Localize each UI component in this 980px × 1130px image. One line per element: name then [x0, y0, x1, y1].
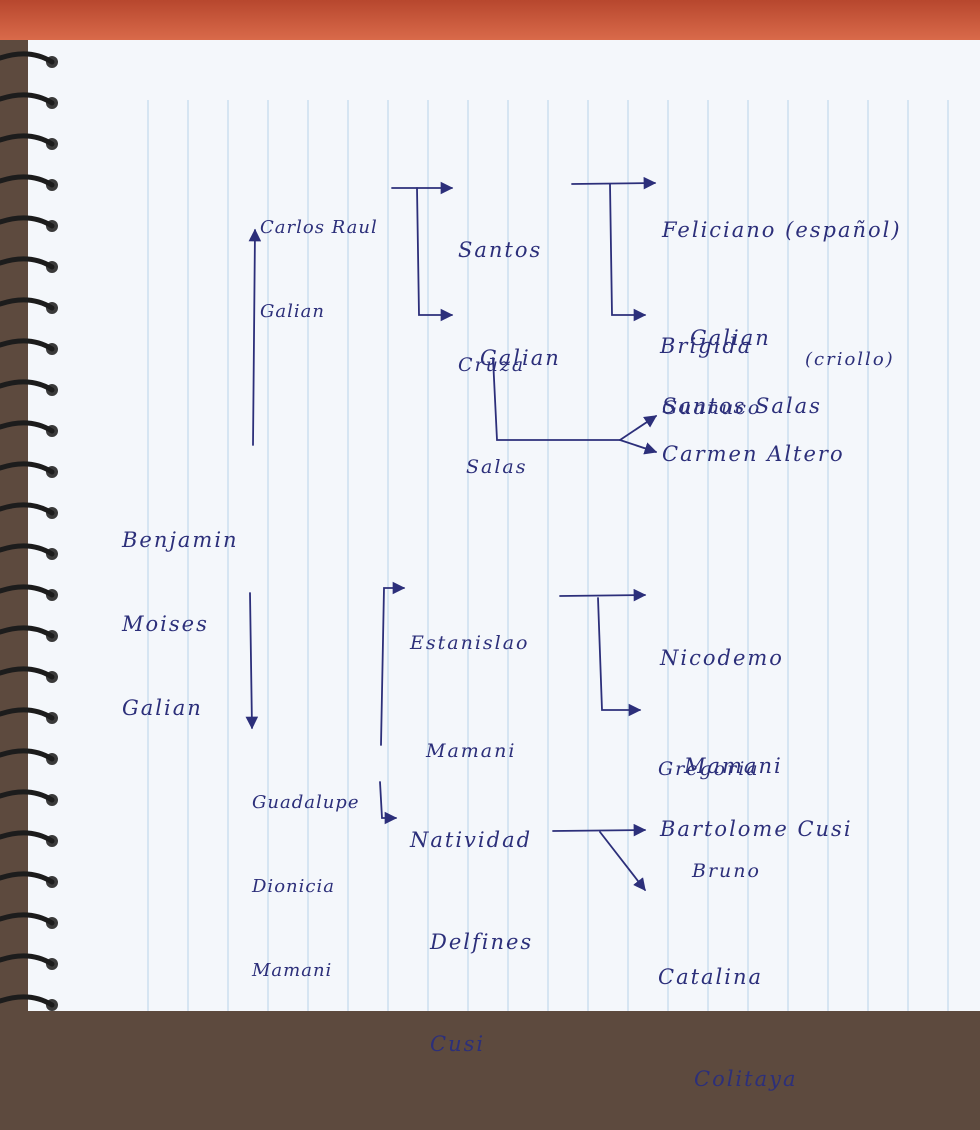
spiral-coil — [0, 707, 55, 721]
spiral-coil — [0, 748, 55, 762]
spiral-coil — [0, 953, 55, 967]
spiral-coil — [0, 543, 55, 557]
spiral-coil — [0, 215, 55, 229]
arrow-mother-to-natividad — [379, 781, 398, 825]
arrow-santos-to-feliciano — [571, 176, 657, 190]
person-gregoria-bruno: Gregoria Bruno — [658, 758, 761, 882]
spiral-coil — [0, 789, 55, 803]
spiral-coil — [0, 379, 55, 393]
person-benjamin-moises-galian: Benjamin Moises Galian — [122, 528, 239, 720]
arrow-natividad-to-catalina — [599, 831, 646, 891]
ruled-lines — [147, 100, 949, 1011]
notebook-top-strip — [0, 0, 980, 40]
person-guadalupe-dionicia-mamani: Guadalupe Dionicia Mamani — [252, 792, 360, 981]
spiral-coil — [0, 174, 55, 188]
spiral-coil — [0, 502, 55, 516]
person-feliciano-galian: Feliciano (español) Galian — [662, 218, 902, 350]
person-carmen-altero: Carmen Altero — [662, 442, 845, 466]
arrow-cruza-to-santos-salas — [619, 415, 658, 441]
person-catalina-colitaya: Catalina Colitaya — [658, 965, 798, 1091]
spiral-coil — [0, 666, 55, 680]
note-criollo: (criollo) — [805, 349, 895, 370]
spiral-coil — [0, 830, 55, 844]
person-carlos-raul-galian: Carlos Raul Galian — [260, 217, 378, 322]
spiral-coil — [0, 625, 55, 639]
spiral-coil — [0, 297, 55, 311]
spiral-coil — [0, 51, 55, 65]
arrow-root-to-mother — [245, 592, 259, 730]
arrow-mother-to-estanislao — [380, 581, 406, 746]
person-santos-salas: Santos Salas — [662, 394, 822, 418]
spiral-coil — [0, 871, 55, 885]
arrow-father-to-cruza — [416, 187, 454, 322]
spiral-coil — [0, 133, 55, 147]
family-tree-connectors — [245, 176, 658, 891]
spiral-binding — [0, 51, 58, 1011]
spiral-coil — [0, 420, 55, 434]
spiral-coil — [0, 461, 55, 475]
arrow-root-to-father — [248, 228, 262, 446]
arrow-santos-to-brigida — [609, 183, 647, 322]
arrow-estanislao-to-nicodemo — [559, 588, 647, 602]
spiral-coil — [0, 912, 55, 926]
person-brigida: Brigida — [660, 334, 753, 358]
arrow-estanislao-to-gregoria — [597, 597, 642, 717]
person-estanislao-mamani: Estanislao Mamani — [410, 632, 530, 762]
arrow-cruza-to-carmen-altero — [619, 439, 658, 455]
spiral-coil — [0, 994, 55, 1008]
person-natividad-delfines-cusi: Natividad Delfines Cusi — [410, 828, 534, 1056]
place-guanuco: Guanuco — [662, 397, 762, 419]
person-santos-galian: Santos Galian — [458, 238, 561, 370]
arrow-natividad-to-bartolome — [552, 823, 647, 837]
spiral-coil — [0, 338, 55, 352]
line-cruza-to-parents — [492, 357, 621, 441]
person-nicodemo-mamani: Nicodemo Mamani — [660, 646, 784, 778]
spiral-coil — [0, 584, 55, 598]
spiral-coil — [0, 92, 55, 106]
person-bartolome-cusi: Bartolome Cusi — [660, 817, 853, 841]
notebook-page — [28, 40, 980, 1011]
person-cruza-salas: Cruza Salas — [458, 354, 528, 478]
spiral-coil — [0, 256, 55, 270]
